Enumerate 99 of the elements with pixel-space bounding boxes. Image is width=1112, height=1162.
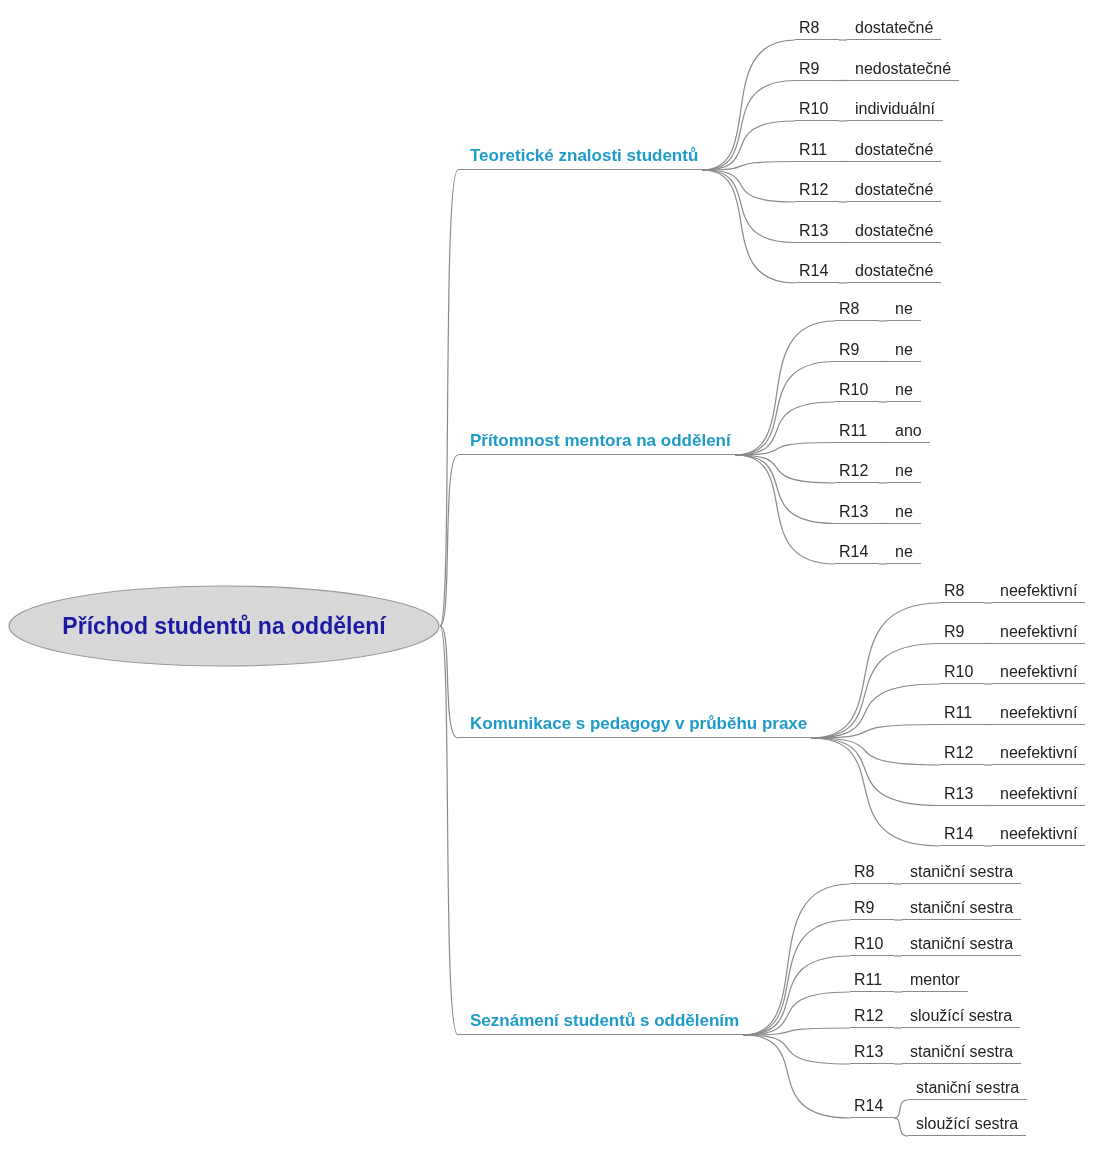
answer-label: neefektivní	[992, 781, 1086, 806]
respondent-label: R10	[795, 97, 839, 121]
answer-label: staniční sestra	[902, 860, 1022, 884]
answer-label: ne	[887, 297, 921, 321]
connector-line	[878, 401, 888, 403]
topic-label: Seznámení studentů s oddělením	[458, 1007, 744, 1035]
respondent-label: R8	[795, 16, 839, 40]
answer-label: sloužící sestra	[902, 1004, 1021, 1028]
connector-line	[878, 441, 888, 444]
answer-label: nedostatečné	[847, 56, 960, 81]
respondent-label: R12	[940, 741, 984, 765]
answer-label: dostatečné	[847, 178, 942, 202]
answer-label: neefektivní	[992, 822, 1086, 846]
respondent-label: R14	[940, 822, 984, 846]
answer-label: ne	[887, 459, 921, 483]
connector-line	[878, 563, 888, 565]
answer-label: individuální	[847, 97, 944, 121]
connector-line	[983, 602, 993, 604]
answer-label: dostatečné	[847, 259, 942, 283]
answer-label: staniční sestra	[902, 1040, 1022, 1064]
connector-line	[838, 201, 848, 203]
connector-line	[838, 241, 848, 244]
respondent-label: R10	[835, 378, 879, 402]
connector-line	[810, 737, 941, 847]
connector-line	[893, 883, 903, 885]
answer-label: dostatečné	[847, 137, 942, 162]
connector-line	[838, 39, 848, 41]
respondent-label: R8	[835, 297, 879, 321]
connector-line	[983, 804, 993, 807]
answer-label: ne	[887, 540, 921, 564]
answer-label: ne	[887, 378, 921, 402]
respondent-label: R12	[850, 1004, 894, 1028]
answer-label: neefektivní	[992, 579, 1086, 603]
respondent-label: R14	[835, 540, 879, 564]
connector-line	[983, 723, 993, 726]
answer-label: staniční sestra	[902, 896, 1022, 920]
respondent-label: R8	[940, 579, 984, 603]
connector-line	[983, 642, 993, 645]
connector-line	[439, 169, 459, 627]
respondent-label: R11	[835, 418, 879, 443]
connector-line	[893, 1117, 909, 1137]
answer-label: dostatečné	[847, 16, 942, 40]
answer-label: neefektivní	[992, 619, 1086, 644]
connector-line	[893, 1063, 903, 1065]
respondent-label: R9	[850, 896, 894, 920]
respondent-label: R8	[850, 860, 894, 884]
connector-line	[439, 625, 459, 1036]
connector-line	[439, 454, 459, 627]
respondent-label: R11	[850, 968, 894, 992]
answer-label: staniční sestra	[908, 1076, 1028, 1100]
answer-label: sloužící sestra	[908, 1112, 1027, 1136]
connector-line	[742, 1034, 851, 1119]
connector-line	[439, 625, 459, 739]
connector-line	[838, 120, 848, 122]
connector-line	[838, 79, 848, 82]
respondent-label: R13	[835, 499, 879, 524]
connector-line	[878, 482, 888, 484]
answer-label: dostatečné	[847, 218, 942, 243]
connector-line	[893, 1099, 909, 1119]
respondent-label: R9	[795, 56, 839, 81]
connector-line	[893, 919, 903, 921]
respondent-label: R14	[850, 1094, 894, 1118]
respondent-label: R13	[850, 1040, 894, 1064]
answer-label: mentor	[902, 968, 968, 992]
connector-line	[983, 845, 993, 847]
answer-label: staniční sestra	[902, 932, 1022, 956]
respondent-label: R12	[835, 459, 879, 483]
respondent-label: R14	[795, 259, 839, 283]
connector-line	[983, 683, 993, 685]
respondent-label: R9	[940, 619, 984, 644]
connector-line	[983, 764, 993, 766]
answer-label: neefektivní	[992, 741, 1086, 765]
answer-label: ne	[887, 499, 921, 524]
connector-line	[893, 991, 903, 993]
connector-line	[701, 169, 796, 284]
topic-label: Přítomnost mentora na oddělení	[458, 427, 735, 455]
connector-line	[878, 522, 888, 525]
connector-line	[893, 1027, 903, 1029]
connector-line	[838, 160, 848, 163]
root-ellipse: Příchod studentů na oddělení	[8, 585, 440, 667]
respondent-label: R13	[795, 218, 839, 243]
connector-line	[878, 360, 888, 363]
connector-line	[878, 320, 888, 322]
connector-line	[838, 282, 848, 284]
connector-line	[893, 955, 903, 957]
respondent-label: R13	[940, 781, 984, 806]
topic-label: Komunikace s pedagogy v průběhu praxe	[458, 710, 812, 738]
answer-label: neefektivní	[992, 700, 1086, 725]
answer-label: ne	[887, 337, 921, 362]
connector-line	[734, 454, 836, 565]
answer-label: neefektivní	[992, 660, 1086, 684]
respondent-label: R10	[850, 932, 894, 956]
respondent-label: R9	[835, 337, 879, 362]
respondent-label: R10	[940, 660, 984, 684]
respondent-label: R11	[795, 137, 839, 162]
respondent-label: R11	[940, 700, 984, 725]
respondent-label: R12	[795, 178, 839, 202]
answer-label: ano	[887, 418, 930, 443]
topic-label: Teoretické znalosti studentů	[458, 142, 703, 170]
